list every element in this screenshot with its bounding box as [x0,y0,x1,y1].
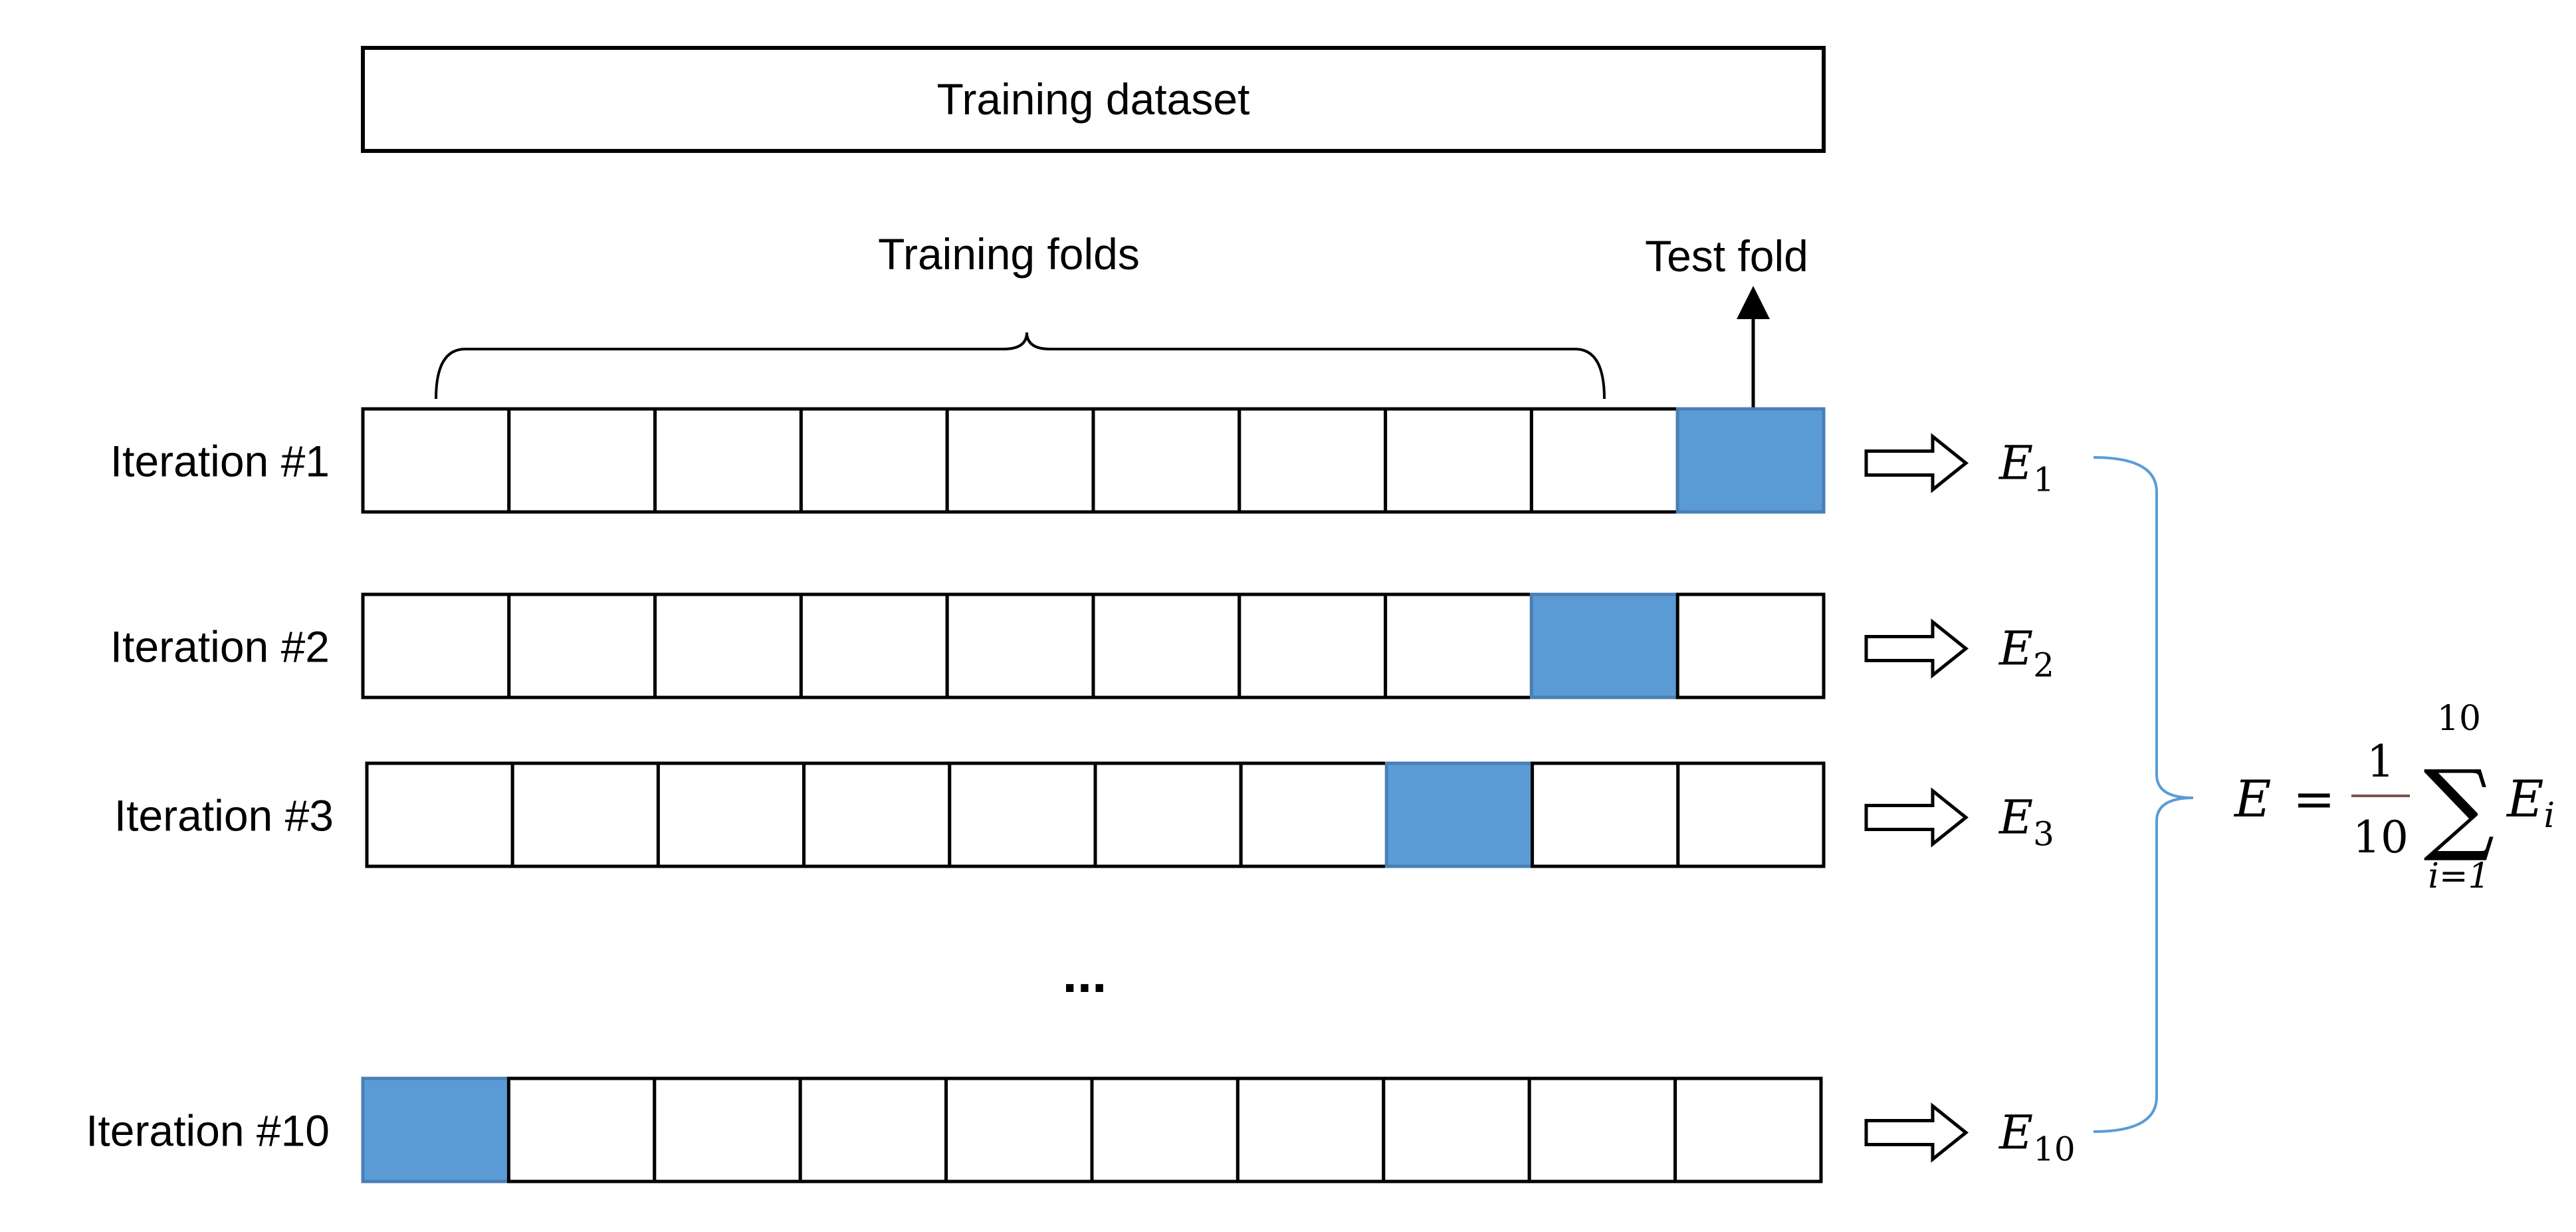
training-fold-cell [1091,407,1241,514]
iteration-label: Iteration #2 [110,622,330,672]
iteration-label: Iteration #1 [110,437,330,486]
training-fold-cell [510,761,660,868]
iteration-error-sub: 10 [2033,1130,2076,1169]
formula-equals: = [2293,769,2335,828]
training-fold-cell [1676,761,1826,868]
training-fold-cell [945,592,1095,699]
iteration-error-base: E [1998,622,2033,676]
formula-numerator: 1 [2367,736,2395,787]
test-fold-annotation: Test fold [1645,231,1808,409]
training-dataset-label: Training dataset [937,74,1250,124]
training-fold-cell [507,592,657,699]
training-fold-cell [1673,1076,1823,1183]
iteration-error-base: E [1998,791,2033,845]
formula-lhs: E [2233,769,2271,828]
aggregate-brace [2093,456,2194,1133]
iteration-row: Iteration #10 E10 [86,1076,2076,1183]
training-fold-cell [1527,1076,1677,1183]
formula-denominator: 10 [2353,812,2409,863]
iteration-row: Iteration #3 E3 [114,761,2054,868]
training-fold-cell [361,592,511,699]
result-arrow-icon [1864,433,1969,493]
sum-upper: 10 [2437,699,2481,739]
formula-term-base: E [2506,769,2543,828]
iteration-error: E10 [1998,1106,2076,1169]
training-fold-cell [653,407,803,514]
training-dataset-box: Training dataset [361,46,1826,153]
test-fold-cell [361,1076,510,1183]
average-error-formula: E = 1 10 ∑ 10 i=1 Ei [2233,699,2555,896]
iteration-label: Iteration #3 [114,791,334,840]
training-fold-cell [948,761,1097,868]
training-fold-cell [1090,1076,1239,1183]
training-folds-brace: Training folds [435,229,1606,400]
training-fold-cell [1675,592,1826,699]
training-fold-cell [1384,592,1533,699]
iteration-error: E3 [1998,791,2054,854]
training-fold-cell [1531,761,1680,868]
training-fold-cell [799,407,949,514]
iteration-error: E1 [1998,436,2054,499]
training-fold-cell [1091,592,1241,699]
training-fold-cell [799,592,949,699]
training-fold-cell [1237,407,1388,514]
sum-lower: i=1 [2428,856,2490,896]
test-fold-cell [1384,761,1535,868]
training-fold-cell [506,1076,657,1183]
iteration-error-base: E [1998,1106,2033,1160]
training-folds-label: Training folds [878,229,1140,279]
training-fold-cell [1529,407,1679,514]
training-fold-cell [1239,761,1388,868]
training-fold-cell [361,407,511,514]
result-arrow-icon [1864,787,1969,848]
training-fold-cell [1384,407,1533,514]
training-fold-cell [802,761,952,868]
training-fold-cell [798,1076,948,1183]
training-fold-cell [507,407,657,514]
iteration-row: Iteration #2 E2 [110,592,2054,699]
iteration-error: E2 [1998,622,2054,685]
iteration-error-base: E [1998,436,2033,491]
test-fold-cell [1529,592,1679,699]
iteration-label: Iteration #10 [86,1106,330,1156]
training-fold-cell [656,761,806,868]
iteration-error-sub: 2 [2033,646,2054,685]
training-fold-cell [945,407,1095,514]
result-arrow-icon [1864,618,1969,679]
formula-term-sub: i [2543,796,2555,836]
training-fold-cell [653,592,803,699]
training-fold-cell [944,1076,1094,1183]
training-fold-cell [1382,1076,1531,1183]
sum-symbol: ∑ [2423,749,2494,865]
iteration-error-sub: 1 [2033,461,2054,499]
training-fold-cell [653,1076,802,1183]
training-fold-cell [1093,761,1243,868]
test-fold-label: Test fold [1645,231,1808,281]
training-fold-cell [365,761,514,868]
iteration-error-sub: 3 [2033,815,2054,854]
test-fold-cell [1675,407,1826,514]
training-fold-cell [1237,592,1388,699]
iterations-ellipsis: ... [1063,944,1107,1003]
iteration-row: Iteration #1 E1 [110,407,2054,514]
formula-term: Ei [2506,769,2555,836]
training-fold-cell [1235,1076,1386,1183]
result-arrow-icon [1864,1102,1969,1163]
